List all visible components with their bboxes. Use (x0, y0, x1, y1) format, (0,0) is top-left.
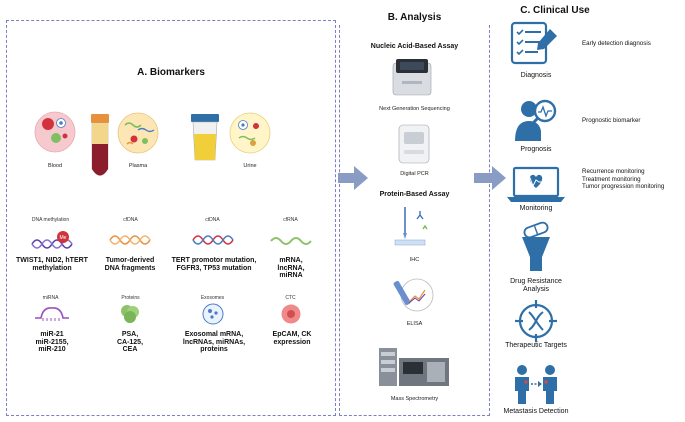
clinical-use-desc: Recurrence monitoring Treatment monitori… (582, 168, 665, 191)
protein-assay-title: Protein-Based Assay (379, 191, 450, 198)
two-persons-arrow-icon (515, 365, 557, 404)
clinical-use-label: Diagnosis (520, 72, 552, 79)
clinical-use-desc: Early detection diagnosis (582, 40, 651, 47)
checklist-icon (510, 21, 557, 65)
plasma-label: Plasma (128, 163, 148, 169)
digital-pcr-icon (398, 124, 430, 164)
assay-label: Mass Spectrometry (390, 396, 439, 402)
biomarker-desc: miR-21 miR-2155, miR-210 (35, 331, 69, 354)
biomarker-type: Proteins (121, 295, 140, 301)
clinical-use-label: Metastasis Detection (503, 408, 569, 415)
exosome-icon (202, 303, 224, 325)
biomarker-desc: PSA, CA-125, CEA (116, 331, 144, 354)
pill-funnel-icon (522, 221, 550, 271)
clinical-use-label: Prognosis (520, 146, 552, 153)
biomarker-type: ctDNA (205, 217, 220, 223)
biomarker-desc: TWIST1, NID2, hTERT methylation (16, 257, 88, 272)
assay-label: Next Generation Sequencing (379, 106, 450, 112)
assay-label: ELISA (406, 321, 423, 327)
blood-label: Blood (47, 163, 63, 169)
analysis-title: B. Analysis (339, 12, 490, 23)
elisa-icon (393, 278, 434, 312)
urine-label: Urine (243, 163, 257, 169)
blood-cell-icon (34, 111, 76, 153)
arrow-b-to-c (474, 166, 506, 190)
biomarker-desc: Tumor-derived DNA fragments (104, 257, 156, 272)
dna-target-icon (515, 300, 557, 342)
mass-spectrometer-icon (379, 348, 449, 386)
biomarker-type: Exosomes (200, 295, 225, 301)
biomarker-type: miRNA (42, 295, 59, 301)
mirna-icon (35, 307, 69, 321)
clinical-use-label: Monitoring (519, 205, 553, 212)
clinical-use-label: Therapeutic Targets (505, 342, 567, 349)
biomarker-desc: EpCAM, CK expression (272, 331, 312, 346)
clinical-use-title: C. Clinical Use (520, 5, 590, 16)
biomarker-type: cfDNA (123, 217, 138, 223)
biomarker-desc: TERT promotor mutation, FGFR3, TP53 muta… (171, 257, 257, 272)
biomarker-type: cfRNA (283, 217, 298, 223)
assay-label: IHC (409, 257, 420, 263)
protein-icon (121, 305, 139, 323)
biomarker-type: DNA methylation (31, 217, 70, 223)
urine-cells-icon (229, 112, 271, 154)
biomarkers-panel (6, 20, 336, 416)
nucleic-acid-assay-title: Nucleic Acid-Based Assay (370, 43, 459, 50)
cfdna-icon (109, 235, 151, 245)
assay-label: Digital PCR (400, 171, 429, 177)
me-badge: Me (60, 235, 67, 241)
biomarker-type: CTC (285, 295, 296, 301)
ctc-cell-icon (281, 304, 301, 324)
ihc-icon (394, 207, 428, 246)
biomarkers-title: A. Biomarkers (137, 67, 205, 78)
biomarker-desc: Exosomal mRNA, lncRNAs, miRNAs, proteins (182, 331, 246, 354)
cfrna-icon (270, 237, 312, 245)
methylated-dna-icon: Me (31, 231, 73, 249)
clinical-use-label: Drug Resistance Analysis (510, 278, 562, 294)
person-magnifier-icon (515, 99, 557, 141)
blood-tube-icon (91, 114, 109, 176)
laptop-heart-icon (507, 166, 565, 202)
clinical-use-desc: Prognostic biomarker (582, 117, 641, 124)
biomarker-desc: mRNA, lncRNA, miRNA (277, 257, 305, 280)
plasma-icon (117, 112, 159, 154)
arrow-a-to-b (338, 166, 368, 190)
ctdna-icon (192, 235, 234, 245)
sequencer-icon (392, 59, 432, 96)
urine-cup-icon (191, 114, 219, 161)
